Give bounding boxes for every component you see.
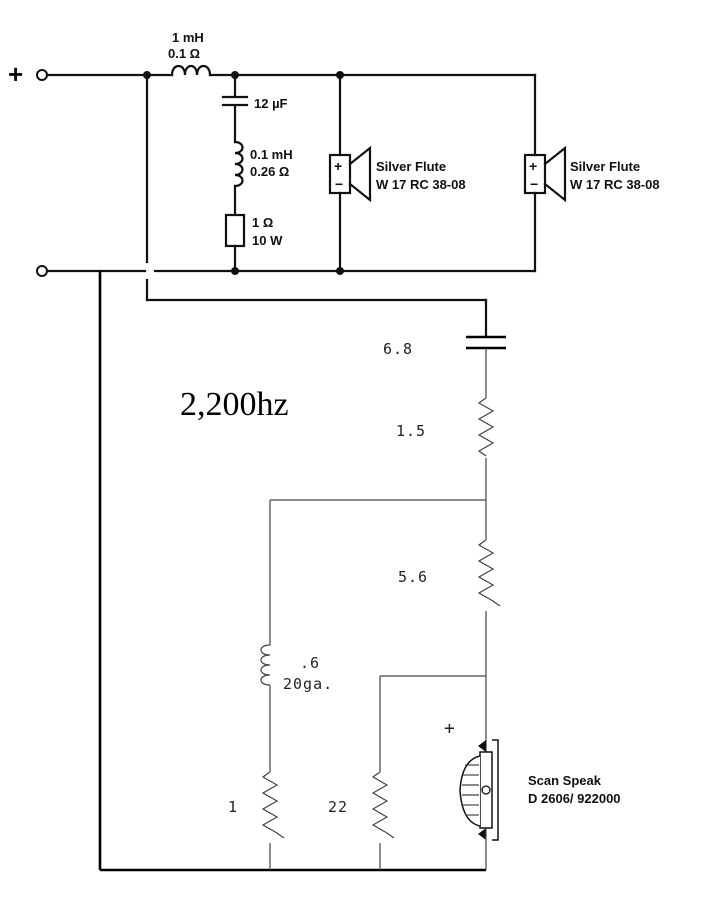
inductor-1mh-resistance: 0.1 Ω <box>168 46 200 61</box>
inductor-0-1mh-value: 0.1 mH <box>250 147 293 162</box>
tweeter-plus-sign: + <box>444 718 456 739</box>
svg-text:−: − <box>335 176 343 192</box>
svg-text:+: + <box>529 158 537 174</box>
tweeter-resistor-5-6 <box>477 539 501 607</box>
speaker-1-name: Silver Flute <box>376 159 446 174</box>
tweeter-negative-return <box>98 271 486 872</box>
resistor-5-6-label: 5.6 <box>398 568 428 586</box>
resistor-22-label: 22 <box>328 798 348 816</box>
resistor-1ohm-value: 1 Ω <box>252 215 273 230</box>
tweeter-name: Scan Speak <box>528 773 602 788</box>
plus-terminal-sign: + <box>8 59 23 89</box>
speaker-2-model: W 17 RC 38-08 <box>570 177 660 192</box>
crossover-frequency-title: 2,200hz <box>180 386 289 423</box>
woofer-speaker-1: + − <box>328 145 372 203</box>
series-inductor-1mh <box>170 64 212 77</box>
tweeter-resistor-1-5 <box>477 397 495 457</box>
positive-input-terminal <box>36 69 48 81</box>
woofer-speaker-2: + − <box>523 145 567 203</box>
shunt-resistor-1ohm <box>224 213 246 248</box>
tweeter-model: D 2606/ 922000 <box>528 791 621 806</box>
inductor-0-1mh-resistance: 0.26 Ω <box>250 164 289 179</box>
tweeter-capacitor-6-8 <box>466 335 506 350</box>
tweeter-resistor-1 <box>261 771 285 839</box>
tweeter-inductor-0-6 <box>260 644 271 686</box>
inductor-20ga-label: 20ga. <box>283 675 333 693</box>
junction-dots <box>143 71 344 275</box>
capacitor-6-8-label: 6.8 <box>383 340 413 358</box>
resistor-10w-power: 10 W <box>252 233 283 248</box>
speaker-2-name: Silver Flute <box>570 159 640 174</box>
inductor-1mh-value: 1 mH <box>172 30 204 45</box>
svg-text:+: + <box>334 158 342 174</box>
resistor-1-label: 1 <box>228 798 238 816</box>
capacitor-12uf-label: 12 µF <box>254 96 288 111</box>
resistor-1-5-label: 1.5 <box>396 422 426 440</box>
svg-text:−: − <box>530 176 538 192</box>
tweeter-resistor-22 <box>371 771 395 839</box>
inductor-0-6-label: .6 <box>300 654 320 672</box>
speaker-1-model: W 17 RC 38-08 <box>376 177 466 192</box>
negative-input-terminal <box>36 265 48 277</box>
tweeter-scan-speak <box>459 739 499 870</box>
shunt-capacitor-12uf <box>221 95 249 107</box>
shunt-inductor-0-1mh <box>233 140 244 188</box>
